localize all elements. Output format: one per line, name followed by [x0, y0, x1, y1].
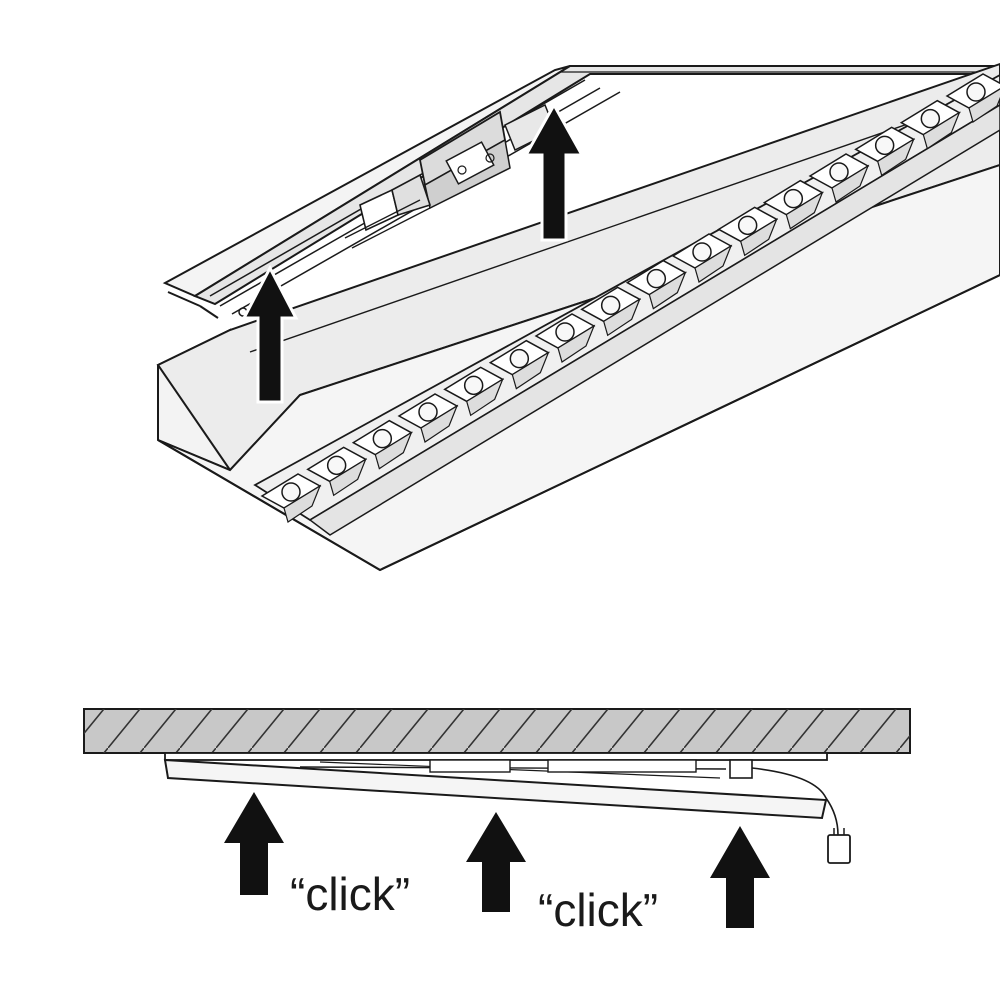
- led-lens: [874, 135, 895, 156]
- led-lens: [463, 375, 484, 396]
- louvre-cell: [351, 419, 413, 470]
- push-arrow-middle: [466, 812, 526, 912]
- led-lens: [600, 295, 621, 316]
- louvre-cell: [534, 313, 596, 363]
- louvre-cell: [397, 393, 459, 443]
- led-lens: [783, 188, 804, 209]
- led-lens: [646, 268, 667, 289]
- cable-plug: [827, 834, 851, 864]
- led-lens: [692, 242, 712, 262]
- louvre-cell: [306, 446, 368, 497]
- louvre-cell: [899, 99, 961, 150]
- push-arrow-right: [710, 826, 770, 928]
- louvre-cell: [762, 179, 824, 230]
- led-lens: [326, 455, 347, 476]
- led-lens: [418, 402, 438, 422]
- driver-box: [429, 759, 511, 773]
- led-lens: [281, 482, 301, 502]
- led-louvre-strip: [253, 73, 1000, 536]
- louvre-cell: [854, 126, 916, 177]
- luminaire-isometric-view: [156, 62, 1000, 572]
- led-lens: [966, 82, 986, 102]
- louvre-cell: [808, 153, 870, 203]
- ceiling-track: [164, 752, 828, 761]
- louvre-cell: [260, 473, 322, 523]
- led-lens: [372, 428, 393, 449]
- clip-connector: [729, 759, 753, 779]
- louvre-cell: [488, 339, 550, 390]
- led-lens: [737, 215, 758, 236]
- louvre-cell: [625, 259, 687, 310]
- push-arrow-left: [224, 792, 284, 895]
- click-label-left: “click”: [290, 868, 410, 920]
- led-lens: [920, 108, 941, 129]
- led-lens: [509, 348, 530, 369]
- led-lens: [555, 322, 575, 342]
- power-cable: [751, 767, 839, 836]
- lift-arrow-left: [241, 264, 299, 404]
- louvre-cell: [945, 73, 1000, 123]
- louvre-cell: [671, 233, 733, 283]
- luminaire-bar: [163, 758, 828, 820]
- louvre-cell: [717, 206, 779, 257]
- click-label-right: “click”: [538, 884, 658, 936]
- louvre-cell: [443, 366, 505, 417]
- led-lens: [829, 162, 849, 182]
- lift-arrow-right: [523, 101, 585, 242]
- louvre-cell: [580, 286, 642, 337]
- driver-mechanism: [344, 103, 556, 249]
- ceiling-section-view: “click” “click”: [83, 708, 911, 936]
